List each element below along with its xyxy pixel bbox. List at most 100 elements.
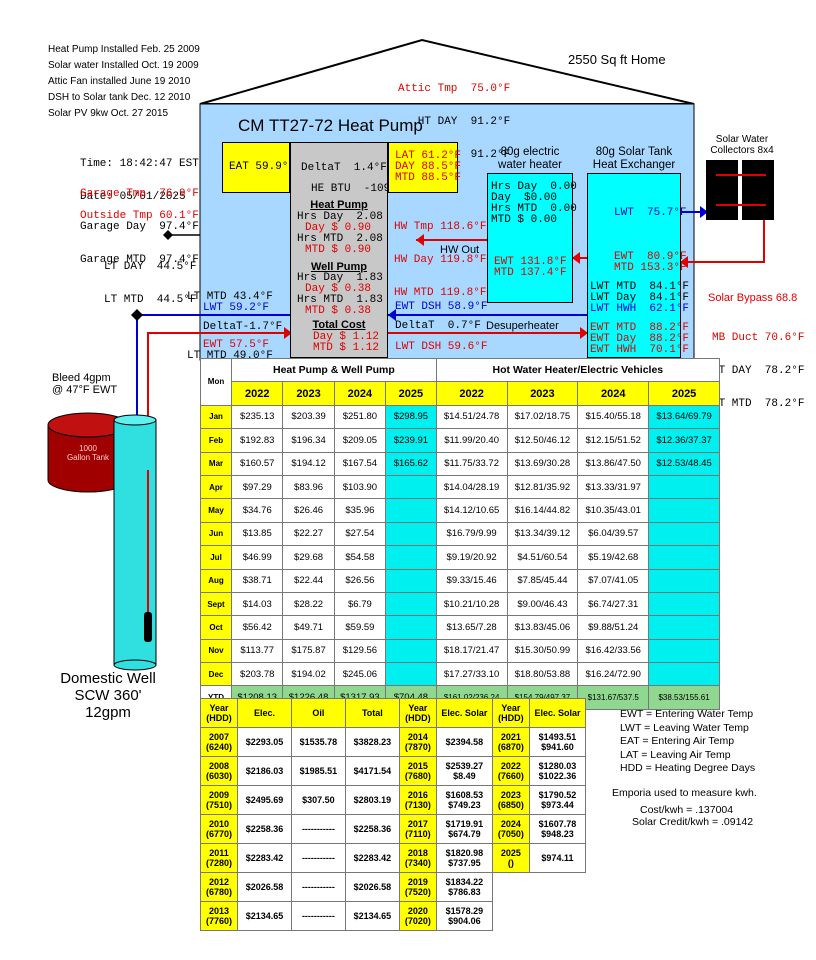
legend-item: EWT = Entering Water Temp bbox=[620, 708, 754, 720]
hp-cost-cell: $165.62 bbox=[385, 451, 437, 476]
hw-cost-cell: $17.27/33.10 bbox=[435, 662, 508, 687]
hw-cost-cell: $7.85/45.44 bbox=[506, 568, 579, 593]
ytd-hw-cell: $38.53/155.61 bbox=[648, 685, 720, 710]
hw-cost-cell: $6.74/27.31 bbox=[577, 591, 650, 617]
dsh-ewt: EWT DSH 58.9°F bbox=[395, 301, 488, 313]
legend-item: HDD = Heating Degree Days bbox=[620, 762, 756, 774]
hp-group-header: Heat Pump & Well Pump bbox=[231, 357, 437, 383]
hp-cost-cell bbox=[385, 521, 437, 547]
hw-out-label: HW Out bbox=[440, 244, 480, 256]
hp-cost-cell: $14.03 bbox=[231, 591, 284, 617]
lat-day: DAY 88.5°F bbox=[395, 161, 462, 173]
outside-temp: Outside Tmp 60.1°F bbox=[80, 210, 199, 222]
emporia-note: Emporia used to measure kwh. bbox=[612, 787, 757, 799]
hp-cost-cell bbox=[385, 662, 437, 687]
total-cell: $3828.23 bbox=[344, 727, 400, 757]
solar-credit-per-kwh: Solar Credit/kwh = .09142 bbox=[632, 816, 754, 828]
hw-cost-cell: $9.00/46.43 bbox=[506, 591, 579, 617]
eat-readout: EAT 59.9°F bbox=[229, 161, 296, 173]
year-cell: 2023(6850) bbox=[491, 785, 530, 815]
hw-out-arrow bbox=[416, 234, 424, 246]
year-value: 2024 bbox=[500, 819, 521, 829]
collectors-label: Solar Water Collectors 8x4 bbox=[704, 134, 780, 156]
hp-cost-cell bbox=[385, 568, 437, 593]
heat-pump-panel: DeltaT 1.4°F HE BTU -10986 Heat Pump Hrs… bbox=[290, 142, 403, 358]
elec-value: $1280.03 bbox=[538, 761, 577, 771]
elec-value: $1493.51 bbox=[538, 732, 577, 742]
hp-cost-cell: $239.91 bbox=[385, 428, 437, 453]
elec-value: $1820.98 bbox=[445, 848, 484, 858]
year-value: 2008 bbox=[208, 761, 230, 771]
hp-cost-cell: $59.59 bbox=[333, 615, 387, 640]
hdd-value: (6030) bbox=[206, 771, 233, 781]
year-header: 2024 bbox=[577, 381, 650, 406]
year-value: 2023 bbox=[500, 790, 521, 800]
hw-cost-cell: $15.40/55.18 bbox=[577, 404, 650, 430]
hw-cost-cell bbox=[648, 474, 720, 500]
hp-cost-cell: $160.57 bbox=[231, 451, 284, 476]
heater-title-line: water heater bbox=[498, 159, 562, 171]
year-header: 2023 bbox=[282, 381, 335, 406]
hp-cost-cell bbox=[385, 545, 437, 570]
hdd-value: (7050) bbox=[497, 829, 524, 839]
table-row: Jan$235.13$203.39$251.80$298.95$14.51/24… bbox=[199, 404, 720, 430]
hdd-value: (6850) bbox=[497, 800, 524, 810]
mb-duct-day: HT DAY 78.2°F bbox=[712, 365, 805, 377]
hp-cost-cell: $26.56 bbox=[333, 568, 387, 593]
hw-cost-cell: $12.36/37.37 bbox=[648, 428, 720, 453]
hdd-value: (HDD) bbox=[405, 713, 431, 723]
year-value: 2015 bbox=[407, 761, 428, 771]
year-value: Year bbox=[209, 703, 229, 713]
hdd-value: (7340) bbox=[404, 858, 431, 868]
year-cell: 2020(7020) bbox=[398, 901, 437, 931]
hw-cost-cell bbox=[648, 591, 720, 617]
elec-solar-cell: $1719.91$674.79 bbox=[435, 814, 493, 844]
elec-value: $974.11 bbox=[541, 853, 574, 863]
garage-mtd: Garage MTD 97.4°F bbox=[80, 254, 199, 266]
year-cell: 2019(7520) bbox=[398, 872, 437, 902]
hp-cost-cell: $97.29 bbox=[231, 474, 284, 500]
total-day-cost: Day $ 1.12 bbox=[313, 331, 380, 343]
well-pump-icon bbox=[144, 612, 152, 642]
hp-cost-cell: $203.78 bbox=[231, 662, 284, 687]
year-cell: 2015(7680) bbox=[398, 756, 437, 786]
loop-red-arrow bbox=[284, 327, 292, 339]
hw-cost-cell: $13.64/69.79 bbox=[648, 404, 720, 430]
hw-cost-cell: $9.88/51.24 bbox=[577, 615, 650, 640]
deltat-readout: DeltaT 1.4°F bbox=[301, 162, 387, 174]
hw-cost-cell bbox=[648, 662, 720, 687]
cost-per-kwh: Cost/kwh = .137004 bbox=[640, 804, 734, 816]
year-cell: 2010(6770) bbox=[199, 814, 239, 844]
outside-lows: LT DAY 44.5°F LT MTD 44.5°F bbox=[104, 240, 196, 317]
table-row: Sept$14.03$28.22$6.79$10.21/10.28$9.00/4… bbox=[199, 591, 720, 617]
note-line: Attic Fan installed June 19 2010 bbox=[48, 76, 191, 87]
garage-readings: Garage Tmp 76.9°F Garage Day 97.4°F Gara… bbox=[80, 167, 199, 277]
loop-lwt: LWT 59.2°F bbox=[203, 302, 270, 314]
heater-hrs-day: Hrs Day 0.00 bbox=[491, 181, 577, 193]
year-value: 2009 bbox=[208, 790, 230, 800]
year-value: 2011 bbox=[209, 848, 229, 858]
year-value: 2025 bbox=[500, 848, 521, 858]
hw-cost-cell: $10.35/43.01 bbox=[577, 498, 650, 523]
hdd-value: (7680) bbox=[404, 771, 431, 781]
hdd-value: (HDD) bbox=[498, 713, 524, 723]
solar-tank-title-line: Heat Exchanger bbox=[592, 159, 676, 171]
hw-cost-cell: $9.33/15.46 bbox=[435, 568, 508, 593]
hdd-value: (7870) bbox=[404, 742, 431, 752]
wp-hrs-day: Hrs Day 1.83 bbox=[297, 272, 383, 284]
hw-cost-cell bbox=[648, 638, 720, 664]
month-cell: May bbox=[199, 498, 233, 523]
hp-cost-cell: $27.54 bbox=[333, 521, 387, 547]
hw-cost-cell: $5.19/42.68 bbox=[577, 545, 650, 570]
year-cell: 2007(6240) bbox=[199, 727, 239, 757]
year-cell: 2016(7130) bbox=[398, 785, 437, 815]
attic-temp: Attic Tmp 75.0°F bbox=[398, 83, 511, 95]
year-value: 2020 bbox=[407, 906, 428, 916]
table-row: Jun$13.85$22.27$27.54$16.79/9.99$13.34/3… bbox=[199, 521, 720, 547]
hw-cost-cell: $17.02/18.75 bbox=[506, 404, 579, 430]
oil-cell: $1535.78 bbox=[290, 727, 346, 757]
year-cell: 2014(7870) bbox=[398, 727, 437, 757]
year-header: 2025 bbox=[648, 381, 720, 406]
